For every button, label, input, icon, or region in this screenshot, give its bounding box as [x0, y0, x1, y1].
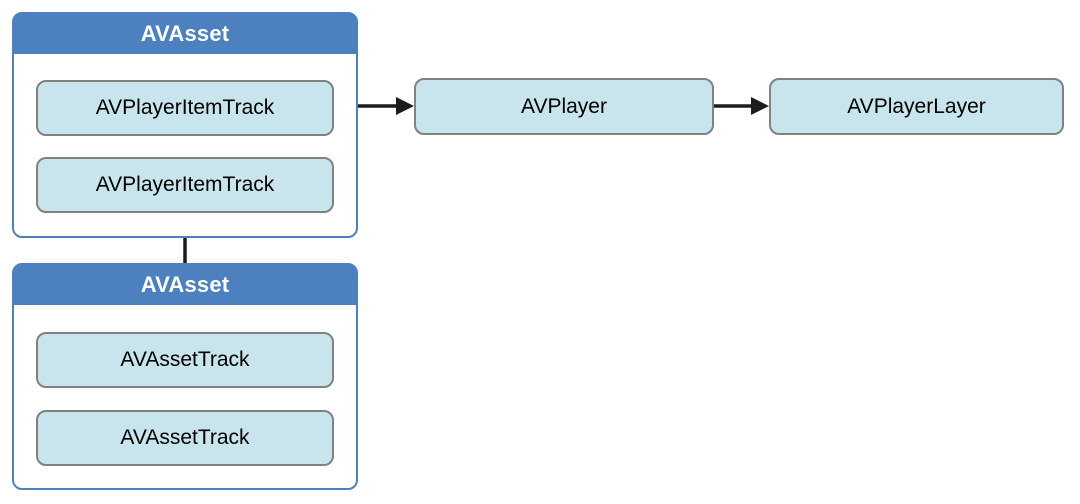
- node-avplayeritemtrack-2: AVPlayerItemTrack: [36, 157, 334, 213]
- container-avasset-top: AVAsset AVPlayerItemTrack AVPlayerItemTr…: [12, 12, 358, 238]
- node-avplayerlayer: AVPlayerLayer: [769, 78, 1064, 135]
- node-avassettrack-1: AVAssetTrack: [36, 332, 334, 388]
- node-avplayeritemtrack-1: AVPlayerItemTrack: [36, 80, 334, 136]
- container-avasset-top-title: AVAsset: [14, 14, 356, 54]
- node-avassettrack-2: AVAssetTrack: [36, 410, 334, 466]
- arrow-player-to-layer-head: [751, 97, 769, 115]
- arrow-asset-to-player-head: [396, 97, 414, 115]
- container-avasset-bottom-title: AVAsset: [14, 265, 356, 305]
- node-avplayer: AVPlayer: [414, 78, 714, 135]
- container-avasset-bottom: AVAsset AVAssetTrack AVAssetTrack: [12, 263, 358, 490]
